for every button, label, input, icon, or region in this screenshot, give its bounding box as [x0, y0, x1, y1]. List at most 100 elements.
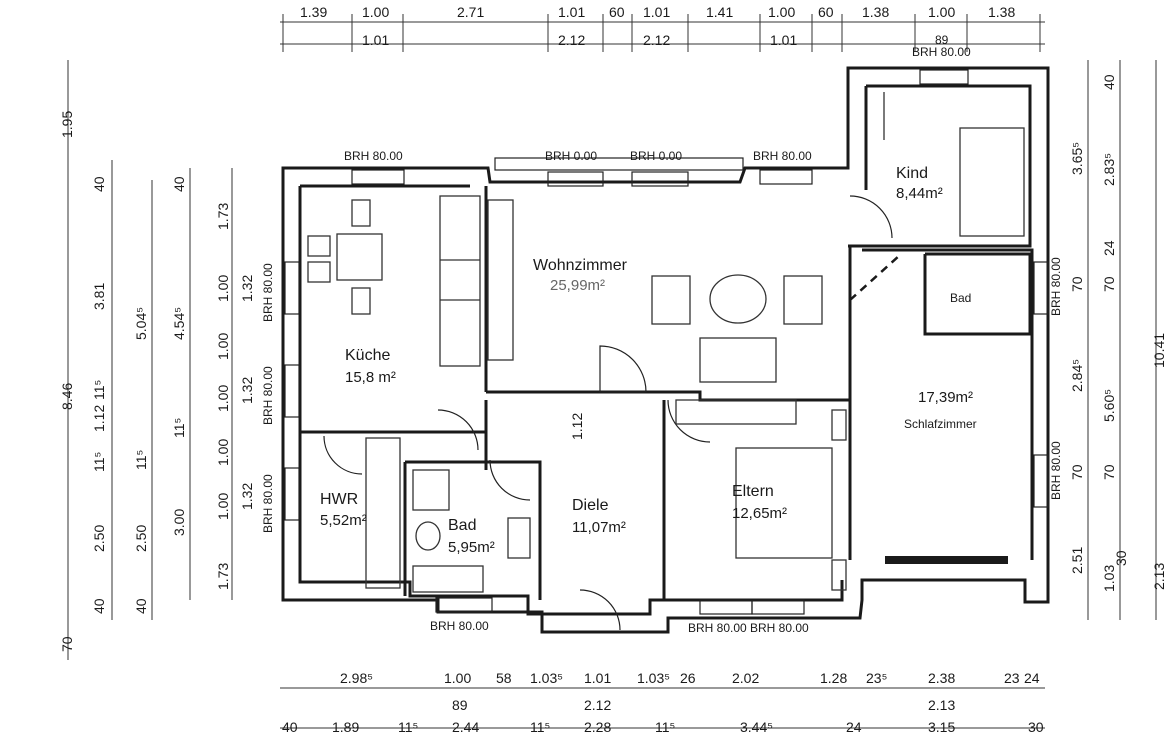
room-eltern-area: 12,65m² — [732, 505, 787, 522]
room-bad-name: Bad — [448, 517, 476, 534]
left-dim-c5-5: 1.00 — [215, 439, 231, 466]
bottom-dim-8: 2.02 — [732, 670, 759, 686]
right-dimensions: 3.65⁵ 70 2.84⁵ 70 2.51 40 2.83⁵ 24 70 5.… — [1069, 60, 1167, 620]
left-dimensions: 1.95 8.46 70 40 3.81 11⁵ 1.12 11⁵ 2.50 4… — [59, 60, 255, 660]
bottom-dim-13: 24 — [1024, 670, 1040, 686]
room-kueche-area: 15,8 m² — [345, 369, 396, 386]
left-dim-c2-4: 1.12 — [91, 405, 107, 432]
room-labels: Küche 15,8 m² Wohnzimmer 25,99m² Kind 8,… — [320, 165, 977, 556]
left-dim-outer-1: 1.95 — [59, 111, 75, 138]
room-eltern-name: Eltern — [732, 483, 774, 500]
left-dim-c2-5: 11⁵ — [91, 452, 107, 472]
left-dim-c2-1: 40 — [91, 176, 107, 192]
room-kueche-name: Küche — [345, 347, 390, 364]
room-schlafzimmer-name: Schlafzimmer — [904, 417, 977, 431]
left-dim-c5-3: 1.00 — [215, 333, 231, 360]
bottom-dim-r3-5: 11⁵ — [530, 719, 550, 735]
bottom-dim-r3-1: 40 — [282, 719, 298, 735]
top-dim-8: 1.00 — [768, 4, 795, 20]
inner-dim-diele: 1.12 — [569, 413, 585, 440]
bottom-dim-r3-9: 24 — [846, 719, 862, 735]
left-dim-c2-3: 11⁵ — [91, 380, 107, 400]
top-dim-4: 1.01 — [558, 4, 585, 20]
left-dim-c3-3: 2.50 — [133, 525, 149, 552]
left-dim-c2-2: 3.81 — [91, 283, 107, 310]
left-dim-c2-6: 2.50 — [91, 525, 107, 552]
top-dim-6: 1.01 — [643, 4, 670, 20]
bottom-dim-r3-4: 2.44 — [452, 719, 479, 735]
room-schlafzimmer-area: 17,39m² — [918, 389, 973, 406]
left-dim-outer-3: 70 — [59, 636, 75, 652]
room-wohnzimmer-area: 25,99m² — [550, 277, 605, 294]
left-dim-c4-2: 4.54⁵ — [171, 307, 187, 340]
window-label-bottom-eltern-1: BRH 80.00 — [688, 621, 747, 635]
right-dim-c1-1: 3.65⁵ — [1069, 142, 1085, 175]
window-label-bottom-bad: BRH 80.00 — [430, 619, 489, 633]
right-dim-c2-4: 70 — [1101, 276, 1117, 292]
bottom-dim-r3-7: 11⁵ — [655, 719, 675, 735]
window-label-right-1: BRH 80.00 — [1049, 257, 1063, 316]
top-dim-r2-2: 2.12 — [558, 32, 585, 48]
bottom-dim-r3-11: 30 — [1028, 719, 1044, 735]
room-kind-name: Kind — [896, 165, 928, 182]
bottom-dim-r2-3: 2.13 — [928, 697, 955, 713]
room-bad-top-name: Bad — [950, 291, 971, 305]
window-label-kueche-top: BRH 80.00 — [344, 149, 403, 163]
left-dim-c6-3: 1.32 — [239, 483, 255, 510]
top-dim-7: 1.41 — [706, 4, 733, 20]
bottom-dim-2: 1.00 — [444, 670, 471, 686]
left-dim-c5-6: 1.00 — [215, 493, 231, 520]
room-hwr-area: 5,52m² — [320, 512, 367, 529]
window-label-right-2: BRH 80.00 — [1049, 441, 1063, 500]
room-diele-area: 11,07m² — [572, 519, 626, 536]
window-label-kind-top: BRH 80.00 — [912, 45, 971, 59]
top-dim-10: 1.38 — [862, 4, 889, 20]
left-dim-c4-3: 11⁵ — [171, 418, 187, 438]
bottom-dim-r2-1: 89 — [452, 697, 468, 713]
left-dim-c5-4: 1.00 — [215, 385, 231, 412]
right-dim-c2-8: 30 — [1113, 550, 1129, 566]
left-dim-c2-7: 40 — [91, 598, 107, 614]
bottom-dim-1: 2.98⁵ — [340, 670, 373, 686]
window-label-kind-width: 89 — [935, 33, 949, 47]
room-wohnzimmer-name: Wohnzimmer — [533, 257, 628, 274]
left-dim-c4-4: 3.00 — [171, 509, 187, 536]
window-labels: BRH 80.00 BRH 0.00 BRH 0.00 BRH 80.00 BR… — [261, 33, 1063, 635]
window-label-bottom-eltern-2: BRH 80.00 — [750, 621, 809, 635]
top-dim-r2-1: 1.01 — [362, 32, 389, 48]
right-dim-c1-4: 70 — [1069, 464, 1085, 480]
bottom-dim-r3-2: 1.89 — [332, 719, 359, 735]
bottom-dim-10: 23⁵ — [866, 670, 887, 686]
top-dim-1: 1.39 — [300, 4, 327, 20]
window-label-wohn-left: BRH 0.00 — [545, 149, 597, 163]
bottom-dim-9: 1.28 — [820, 670, 847, 686]
doors — [323, 195, 893, 631]
bottom-dim-12: 23 — [1004, 670, 1020, 686]
bottom-dim-r3-6: 2.28 — [584, 719, 611, 735]
left-dim-c5-2: 1.00 — [215, 275, 231, 302]
bottom-dim-4: 1.03⁵ — [530, 670, 563, 686]
top-dim-5: 60 — [609, 4, 625, 20]
top-dim-r2-3: 2.12 — [643, 32, 670, 48]
left-dim-c3-1: 5.04⁵ — [133, 307, 149, 340]
bottom-dim-5: 1.01 — [584, 670, 611, 686]
window-label-left-1: BRH 80.00 — [261, 263, 275, 322]
windows — [284, 69, 1049, 615]
bottom-dim-7: 26 — [680, 670, 696, 686]
room-bad-area: 5,95m² — [448, 539, 495, 556]
right-dim-c1-2: 70 — [1069, 276, 1085, 292]
right-dim-c2-6: 70 — [1101, 464, 1117, 480]
bottom-dim-11: 2.38 — [928, 670, 955, 686]
right-dim-c3-1: 10.41 — [1151, 333, 1167, 368]
bottom-dim-r3-3: 11⁵ — [398, 719, 418, 735]
right-dim-c3-2: 2.13 — [1151, 563, 1167, 590]
left-dim-c4-1: 40 — [171, 176, 187, 192]
right-dim-c2-3: 24 — [1101, 240, 1117, 256]
top-dim-11: 1.00 — [928, 4, 955, 20]
bottom-dim-r3-8: 3.44⁵ — [740, 719, 773, 735]
left-dim-c3-2: 11⁵ — [133, 450, 149, 470]
window-label-left-2: BRH 80.00 — [261, 366, 275, 425]
room-hwr-name: HWR — [320, 491, 358, 508]
bottom-dim-3: 58 — [496, 670, 512, 686]
